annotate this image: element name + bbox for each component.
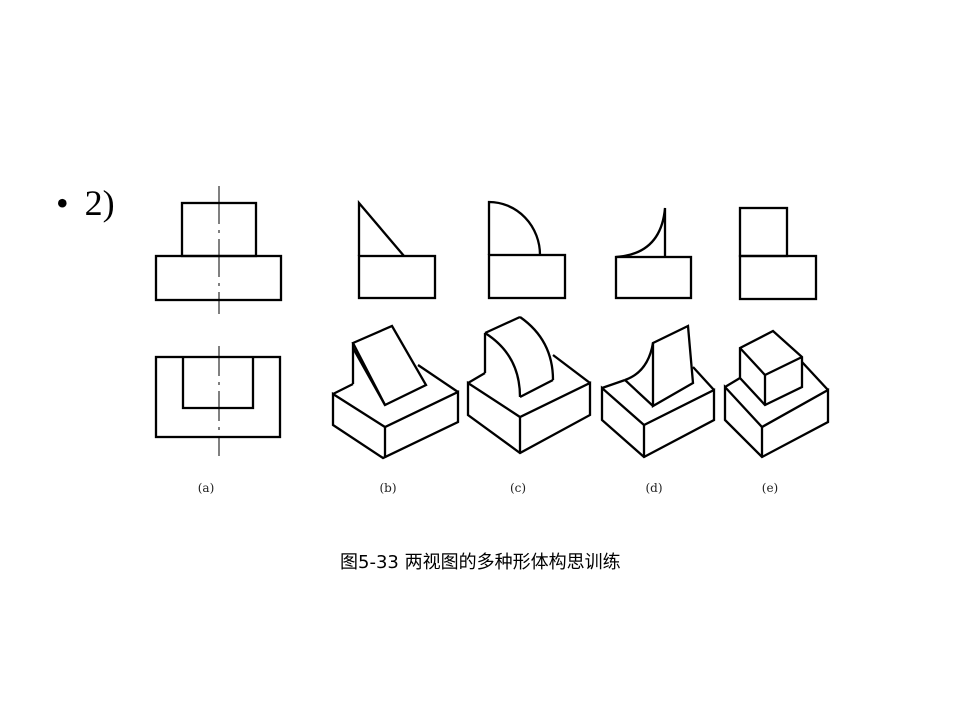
figure-d-isometric bbox=[600, 324, 716, 459]
figure-e-isometric bbox=[723, 329, 830, 459]
figure-d-front-view bbox=[614, 207, 693, 300]
bullet-dot: • bbox=[56, 183, 69, 223]
figure-a-front-view bbox=[154, 186, 283, 314]
figure-b-front-view bbox=[357, 199, 437, 300]
bullet-text: 2) bbox=[84, 183, 115, 223]
figure-label-a: (a) bbox=[198, 481, 215, 495]
figure-label-c: (c) bbox=[510, 481, 526, 495]
figure-caption: 图5-33 两视图的多种形体构思训练 bbox=[340, 552, 621, 573]
bullet-item: • 2) bbox=[56, 182, 115, 224]
figure-label-e: (e) bbox=[762, 481, 778, 495]
figure-b-isometric bbox=[331, 324, 460, 460]
figure-c-front-view bbox=[487, 200, 567, 300]
figure-label-b: (b) bbox=[379, 481, 396, 495]
figure-c-isometric bbox=[466, 315, 592, 455]
figure-e-front-view bbox=[738, 206, 818, 301]
figure-label-d: (d) bbox=[645, 481, 662, 495]
figure-a-top-view bbox=[154, 346, 282, 456]
